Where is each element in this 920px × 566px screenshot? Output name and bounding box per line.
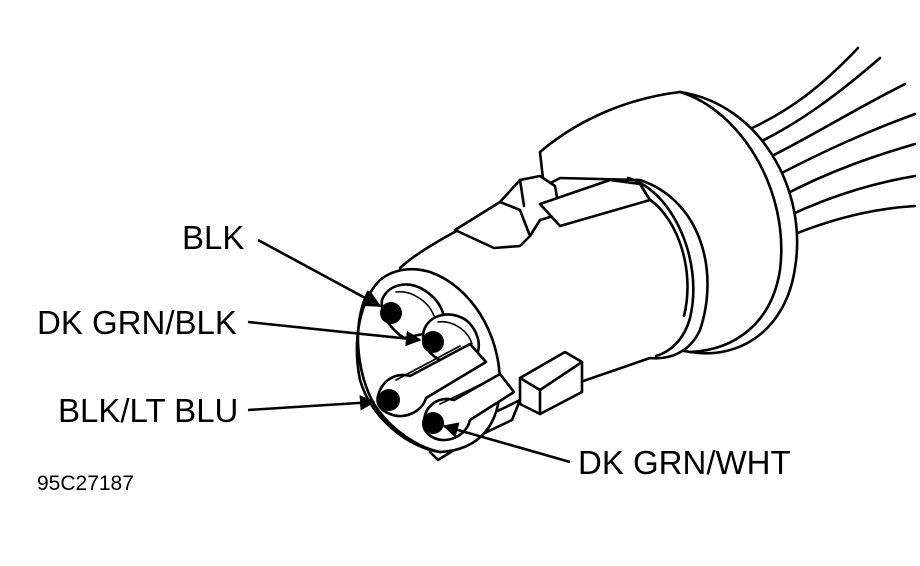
leader-dk-grn-wht xyxy=(442,422,571,464)
leader-blk xyxy=(257,238,382,308)
leader-dk-grn-blk xyxy=(247,320,422,347)
leader-blk-lt-blu xyxy=(247,395,376,412)
figure-id: 95C27187 xyxy=(37,472,134,495)
label-blk-lt-blu: BLK/LT BLU xyxy=(58,392,238,429)
locking-tab-top xyxy=(453,174,652,250)
wire-bundle xyxy=(750,46,917,238)
leader-lines xyxy=(247,238,571,464)
label-dk-grn-blk: DK GRN/BLK xyxy=(37,304,237,341)
terminal-blk-lt-blu xyxy=(376,342,488,418)
label-blk: BLK xyxy=(182,219,244,256)
label-dk-grn-wht: DK GRN/WHT xyxy=(578,444,791,481)
